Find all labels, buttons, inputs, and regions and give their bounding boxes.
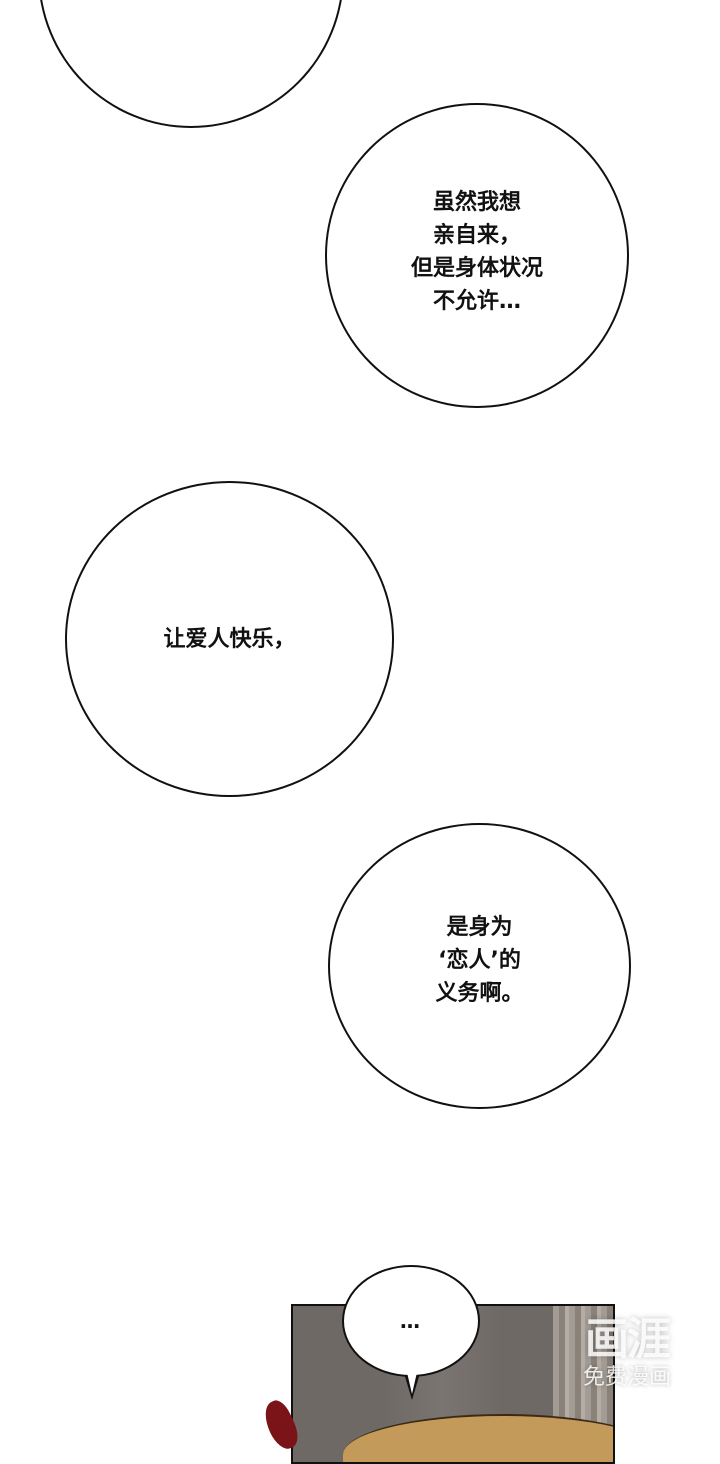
bubble-text: 是身为 ‘恋人’的 义务啊。 xyxy=(435,914,524,1006)
bubble-text: 让爱人快乐， xyxy=(163,626,296,652)
watermark: 画涯 免费漫画 xyxy=(566,1316,688,1392)
watermark-subtitle: 免费漫画 xyxy=(582,1365,671,1390)
watermark-logo: 画涯 xyxy=(585,1314,671,1365)
bubble-text: 虽然我想 亲自来， 但是身体状况 不允许… xyxy=(410,189,543,314)
speech-bubble-1: 虽然我想 亲自来， 但是身体状况 不允许… xyxy=(325,103,629,408)
speech-bubble-2: 让爱人快乐， xyxy=(65,481,394,797)
speech-bubble-3: 是身为 ‘恋人’的 义务啊。 xyxy=(328,823,631,1109)
speech-tail-fill xyxy=(406,1368,418,1394)
speech-bubble-top-partial xyxy=(38,0,344,128)
ellipsis-speech-bubble: … xyxy=(342,1265,480,1377)
speech-text: … xyxy=(400,1309,422,1333)
